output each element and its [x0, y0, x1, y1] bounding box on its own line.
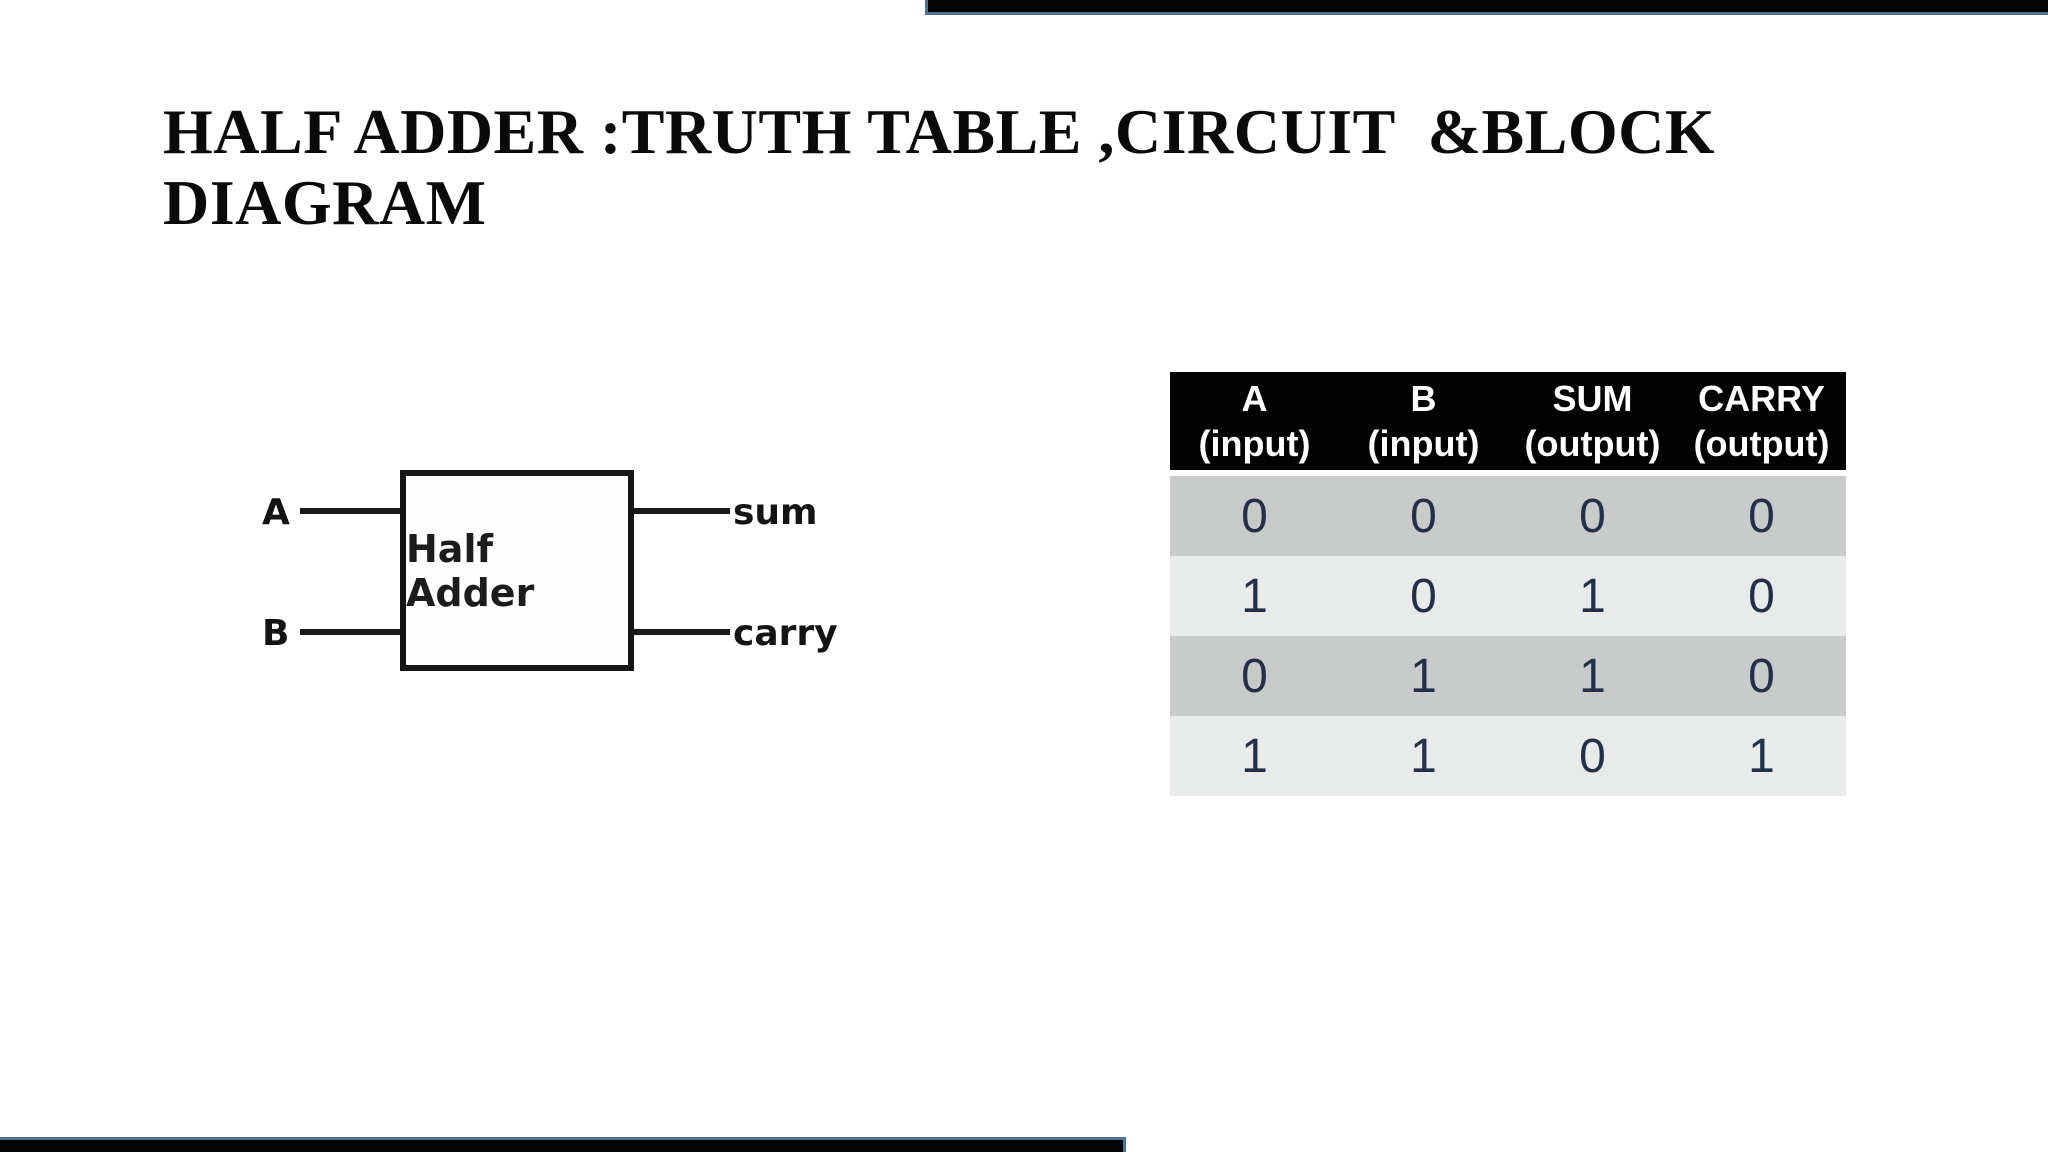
cell-r2-a: 1: [1241, 569, 1268, 623]
table-row-4: 1 1 0 1: [1170, 716, 1846, 796]
header-cell-sum-output: SUM (output): [1508, 372, 1677, 470]
header-carry-sub: (output): [1693, 423, 1830, 464]
cell-r4-b: 1: [1410, 729, 1437, 783]
slide-title-line-1: HALF ADDER :TRUTH TABLE ,CIRCUIT &BLOCK: [163, 96, 1716, 167]
cell-r3-a: 0: [1241, 649, 1268, 703]
header-cell-carry-output: CARRY (output): [1677, 372, 1846, 470]
output-carry-label: carry: [733, 613, 838, 654]
header-b-sub: (input): [1367, 423, 1480, 464]
cell-r4-a: 1: [1241, 729, 1268, 783]
header-a-sub: (input): [1198, 423, 1311, 464]
output-carry-wire: [634, 629, 730, 635]
cell-r2-carry: 0: [1748, 569, 1775, 623]
header-cell-b-input: B (input): [1339, 372, 1508, 470]
cell-r3-b: 1: [1410, 649, 1437, 703]
table-row-2: 1 0 1 0: [1170, 556, 1846, 636]
input-b-wire: [300, 629, 400, 635]
cell-r1-a: 0: [1241, 489, 1268, 543]
input-a-wire: [300, 508, 400, 514]
cell-r1-b: 0: [1410, 489, 1437, 543]
header-a-name: A: [1241, 378, 1268, 419]
cell-r1-carry: 0: [1748, 489, 1775, 543]
input-a-label: A: [262, 492, 290, 533]
cell-r2-sum: 1: [1579, 569, 1606, 623]
cell-r1-sum: 0: [1579, 489, 1606, 543]
half-adder-box: Half Adder: [400, 470, 634, 671]
output-sum-wire: [634, 508, 730, 514]
header-sum-sub: (output): [1524, 423, 1661, 464]
cell-r4-sum: 0: [1579, 729, 1606, 783]
half-adder-box-label: Half Adder: [406, 526, 535, 615]
table-row-3: 0 1 1 0: [1170, 636, 1846, 716]
slide-title: HALF ADDER :TRUTH TABLE ,CIRCUIT &BLOCK …: [163, 96, 1715, 238]
header-sum-name: SUM: [1552, 378, 1633, 419]
slide-title-line-2: DIAGRAM: [163, 167, 487, 238]
truth-table-header-row: A (input) B (input) SUM (output) CARRY (…: [1170, 372, 1846, 470]
output-sum-label: sum: [733, 492, 818, 533]
header-b-name: B: [1410, 378, 1437, 419]
cell-r3-carry: 0: [1748, 649, 1775, 703]
cell-r3-sum: 1: [1579, 649, 1606, 703]
input-b-label: B: [262, 613, 290, 654]
truth-table: A (input) B (input) SUM (output) CARRY (…: [1170, 372, 1846, 796]
bottom-decorative-bar: [0, 1137, 1126, 1152]
header-separator: [1170, 470, 1846, 476]
top-decorative-bar: [925, 0, 2048, 15]
header-cell-a-input: A (input): [1170, 372, 1339, 470]
header-carry-name: CARRY: [1698, 378, 1825, 419]
cell-r4-carry: 1: [1748, 729, 1775, 783]
table-row-1: 0 0 0 0: [1170, 476, 1846, 556]
cell-r2-b: 0: [1410, 569, 1437, 623]
